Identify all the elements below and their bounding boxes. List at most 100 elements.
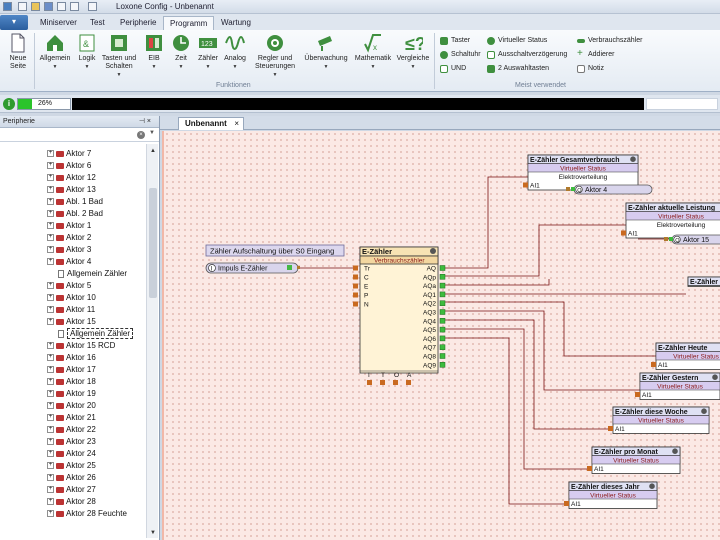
- info-icon[interactable]: i: [3, 98, 15, 110]
- expand-icon[interactable]: +: [47, 174, 54, 182]
- scroll-thumb[interactable]: [149, 188, 157, 298]
- recent-virtueller-status[interactable]: Virtueller Status: [487, 36, 547, 46]
- status-input-port[interactable]: [587, 466, 592, 471]
- tree-item[interactable]: +Aktor 5: [47, 280, 91, 291]
- expand-icon[interactable]: +: [47, 162, 54, 170]
- bottom-port[interactable]: [380, 380, 385, 385]
- expand-icon[interactable]: +: [47, 258, 54, 266]
- expand-icon[interactable]: +: [47, 438, 54, 446]
- tree-item[interactable]: +Aktor 16: [47, 352, 96, 363]
- tree-item[interactable]: +Aktor 18: [47, 376, 96, 387]
- expand-icon[interactable]: +: [47, 186, 54, 194]
- expand-icon[interactable]: +: [47, 234, 54, 242]
- expand-icon[interactable]: +: [47, 306, 54, 314]
- recent-ausschaltverzoegerung[interactable]: Ausschaltverzögerung: [487, 50, 567, 60]
- vergleiche-button[interactable]: ≤? Vergleiche▼: [396, 34, 430, 70]
- note-box[interactable]: [205, 244, 345, 257]
- bottom-port[interactable]: [406, 380, 411, 385]
- expand-icon[interactable]: +: [47, 210, 54, 218]
- expand-icon[interactable]: +: [47, 198, 54, 206]
- output-port[interactable]: [439, 265, 446, 271]
- status-input-port[interactable]: [564, 501, 569, 506]
- expand-icon[interactable]: +: [47, 510, 54, 518]
- close-tab-icon[interactable]: ×: [234, 119, 239, 128]
- undo-icon[interactable]: [57, 2, 66, 11]
- mathematik-button[interactable]: x Mathematik▼: [352, 33, 394, 71]
- output-port[interactable]: [439, 335, 446, 342]
- bottom-port[interactable]: [393, 380, 398, 385]
- status-block-info-icon[interactable]: [672, 448, 678, 455]
- expand-icon[interactable]: +: [47, 222, 54, 230]
- tree-item[interactable]: +Aktor 15 RCD: [47, 340, 115, 351]
- main-block-info-icon[interactable]: [430, 248, 436, 254]
- allgemein-button[interactable]: Allgemein▼: [37, 33, 73, 71]
- tab-miniserver[interactable]: Miniserver: [40, 18, 77, 27]
- output-port[interactable]: [439, 282, 446, 289]
- expand-icon[interactable]: +: [47, 462, 54, 470]
- status-block[interactable]: E-Zähler: [687, 276, 720, 287]
- status-block-info-icon[interactable]: [630, 156, 636, 162]
- tree-item[interactable]: +Aktor 21: [47, 412, 96, 423]
- save-icon[interactable]: [44, 2, 53, 11]
- tree-item[interactable]: +Aktor 2: [47, 232, 91, 243]
- app-menu-icon[interactable]: [3, 2, 12, 11]
- tree-item[interactable]: +Aktor 6: [47, 160, 91, 171]
- tree-item[interactable]: +Aktor 4: [47, 256, 91, 267]
- zeit-button[interactable]: Zeit▼: [170, 33, 192, 71]
- tree-item[interactable]: +Aktor 15: [47, 316, 96, 327]
- output-port[interactable]: [439, 318, 446, 324]
- tab-peripherie[interactable]: Peripherie: [120, 18, 157, 27]
- input-port[interactable]: [353, 283, 358, 289]
- output-port[interactable]: [439, 300, 446, 306]
- expand-icon[interactable]: +: [47, 294, 54, 302]
- status-input-port[interactable]: [608, 426, 613, 431]
- tree-item[interactable]: +Aktor 22: [47, 424, 96, 435]
- program-canvas[interactable]: Zähler Aufschaltung über S0 Eingang I Im…: [162, 131, 720, 540]
- tree-item[interactable]: +Aktor 27: [47, 484, 96, 495]
- tab-unbenannt[interactable]: Unbenannt×: [178, 117, 244, 130]
- expand-icon[interactable]: +: [47, 498, 54, 506]
- output-port[interactable]: [439, 353, 446, 359]
- logik-button[interactable]: & Logik▼: [74, 33, 100, 71]
- output-port[interactable]: [439, 274, 446, 280]
- open-folder-icon[interactable]: [31, 2, 40, 11]
- tree-item[interactable]: +Abl. 1 Bad: [47, 196, 103, 207]
- eib-button[interactable]: EIB▼: [140, 33, 168, 71]
- tree-item[interactable]: +Aktor 24: [47, 448, 96, 459]
- tree-item[interactable]: +Aktor 1: [47, 220, 91, 231]
- sidebar-scrollbar[interactable]: ▲ ▼: [146, 144, 158, 538]
- recent-addierer[interactable]: +Addierer: [577, 49, 614, 60]
- tree-item-doc[interactable]: Allgemein Zähler: [58, 328, 134, 339]
- tree-item[interactable]: +Abl. 2 Bad: [47, 208, 103, 219]
- status-input-port[interactable]: [621, 230, 626, 236]
- ueberwachung-button[interactable]: Überwachung▼: [302, 33, 350, 71]
- tree-item[interactable]: +Aktor 10: [47, 292, 96, 303]
- status-block-info-icon[interactable]: [649, 483, 655, 490]
- recent-verbrauchszaehler[interactable]: Verbrauchszähler: [577, 36, 642, 46]
- tree-item[interactable]: +Aktor 28: [47, 496, 96, 507]
- bottom-port[interactable]: [367, 380, 372, 385]
- new-file-icon[interactable]: [18, 2, 27, 11]
- print-icon[interactable]: [88, 2, 97, 11]
- tab-wartung[interactable]: Wartung: [221, 18, 251, 27]
- expand-icon[interactable]: +: [47, 354, 54, 362]
- pin-close-icon[interactable]: ⊣ ×: [138, 118, 151, 125]
- tab-test[interactable]: Test: [90, 18, 105, 27]
- recent-taster[interactable]: Taster: [440, 36, 470, 46]
- expand-icon[interactable]: +: [47, 378, 54, 386]
- input-port[interactable]: [353, 301, 358, 307]
- tree-item[interactable]: +Aktor 26: [47, 472, 96, 483]
- tree-item[interactable]: +Aktor 28 Feuchte: [47, 508, 127, 519]
- input-port[interactable]: [353, 265, 358, 271]
- expand-icon[interactable]: +: [47, 246, 54, 254]
- status-input-port[interactable]: [635, 392, 640, 397]
- output-port[interactable]: [439, 309, 446, 315]
- expand-icon[interactable]: +: [47, 402, 54, 410]
- zaehler-button[interactable]: 123 Zähler▼: [195, 33, 221, 71]
